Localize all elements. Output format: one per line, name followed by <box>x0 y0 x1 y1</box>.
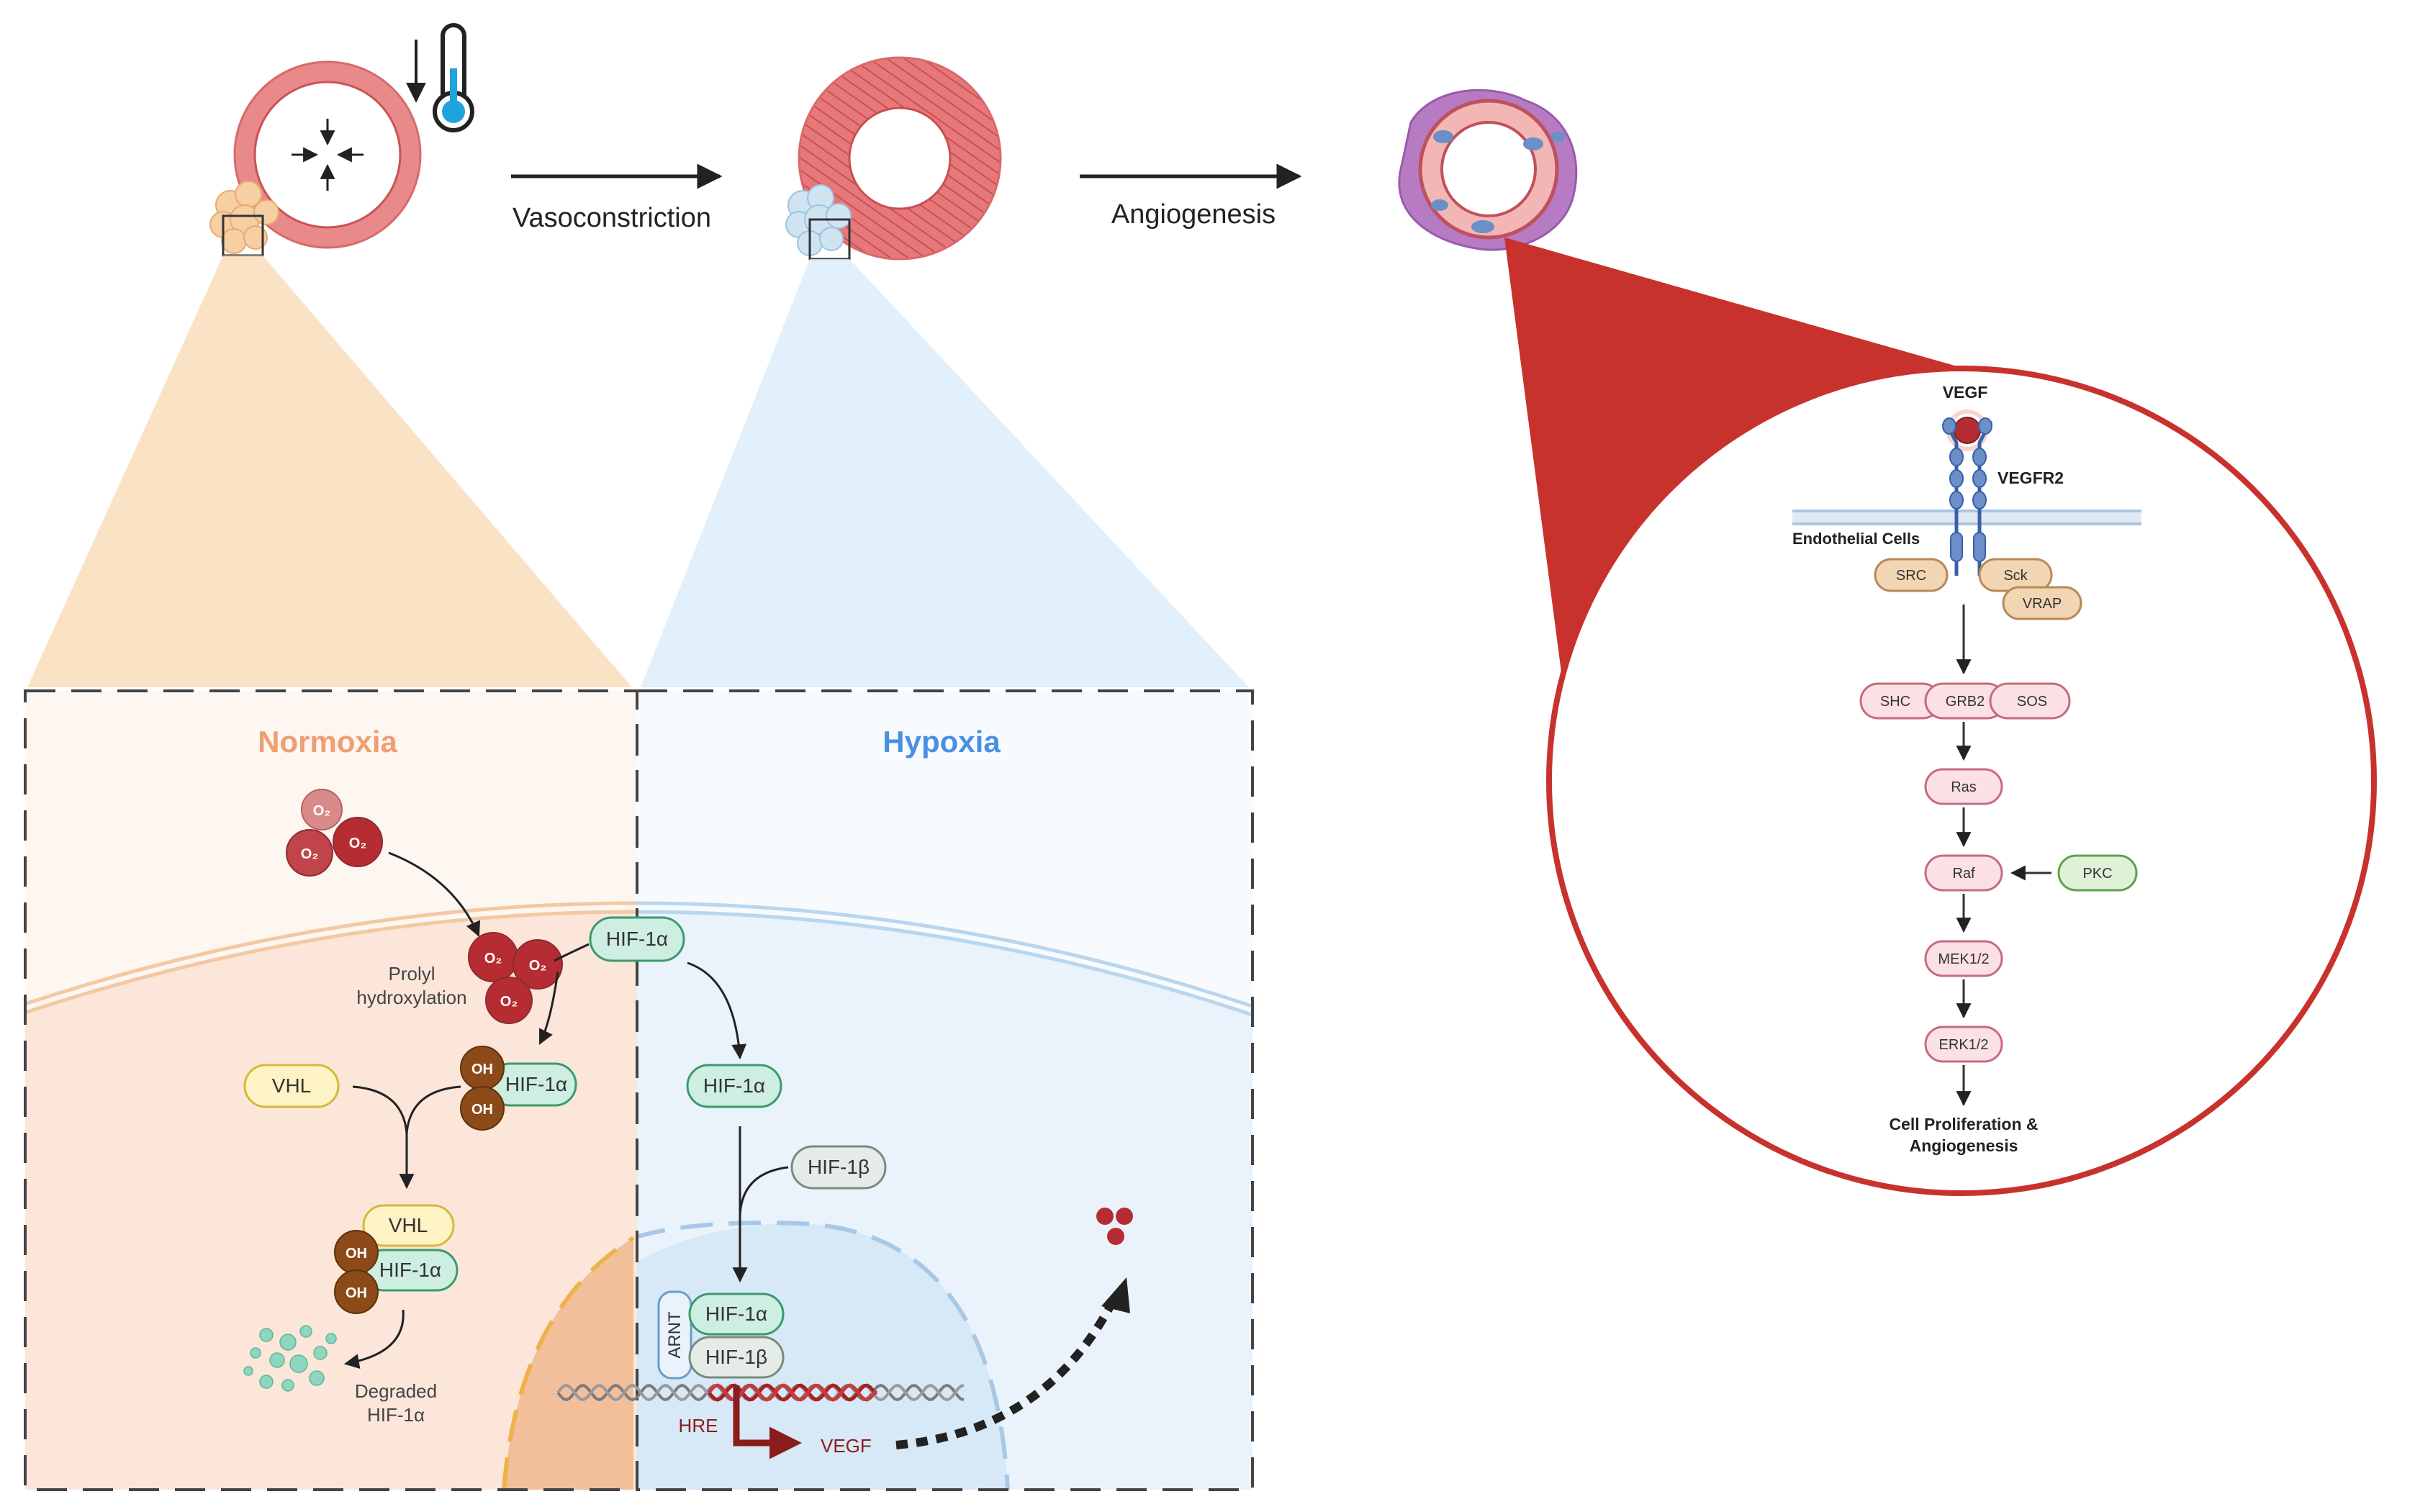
sck-node: Sck <box>1978 558 2053 592</box>
vasoconstriction-label: Vasoconstriction <box>513 203 711 233</box>
vegf-signaling-pathway: VEGF VEGFR2 Endothelial Cells SRC Sck <box>1546 366 2377 1196</box>
pkc-label: PKC <box>2082 866 2112 882</box>
thermometer-icon <box>406 23 474 132</box>
hydroxylated-hif1a: HIF-1α OH OH <box>460 1046 577 1131</box>
mek-node: MEK1/2 <box>1924 940 2003 977</box>
shc-grb2-sos-complex: SHC GRB2 SOS <box>1859 682 2071 720</box>
erk-label: ERK1/2 <box>1939 1037 1989 1053</box>
hre-label: HRE <box>679 1415 718 1436</box>
adipose-tissue-icon <box>209 181 279 254</box>
shc-label: SHC <box>1880 694 1910 710</box>
src-label: SRC <box>1896 568 1926 584</box>
vhl-binding-arrow <box>352 1085 461 1187</box>
normoxia-zoom-cone <box>27 255 632 687</box>
pkc-node: PKC <box>2057 854 2138 892</box>
transcription-arrow <box>733 1385 802 1459</box>
panel-frames <box>24 689 1254 1491</box>
hif1a-label: HIF-1α <box>606 928 668 950</box>
oh-label: OH <box>471 1102 493 1118</box>
angiogenesis-label: Angiogenesis <box>1111 199 1276 230</box>
vhl-protein: VHL <box>243 1064 340 1108</box>
oh-label: OH <box>471 1061 493 1077</box>
hif1a-hydroxylation-line <box>554 943 590 962</box>
degraded-label-line1: Degraded <box>355 1380 437 1402</box>
erk-node: ERK1/2 <box>1924 1026 2003 1063</box>
mek-label: MEK1/2 <box>1938 951 1989 967</box>
vegfr2-label: VEGFR2 <box>1998 468 2064 487</box>
o2-label: O₂ <box>484 951 502 966</box>
stable-hif1a: HIF-1α <box>686 1064 782 1108</box>
hif1b-label: HIF-1β <box>705 1346 767 1368</box>
sos-label: SOS <box>2017 694 2047 710</box>
brown-adipose-tissue-icon <box>785 184 852 256</box>
sck-label: Sck <box>2003 568 2028 584</box>
hif1b-label: HIF-1β <box>808 1156 870 1178</box>
arnt-label: ARNT <box>665 1311 685 1359</box>
hif1b-protein: HIF-1β <box>790 1145 887 1190</box>
vegf-ligand <box>1954 417 1981 444</box>
vasoconstriction-arrow: Vasoconstriction <box>511 163 723 233</box>
o2-label: O₂ <box>529 958 546 974</box>
hif1a-label: HIF-1α <box>505 1073 567 1095</box>
vegfr2-receptor <box>1942 417 1993 576</box>
o2-label: O₂ <box>500 994 518 1010</box>
normoxia-title: Normoxia <box>258 725 397 759</box>
prolyl-hydroxylation-label-line2: hydroxylation <box>356 987 466 1008</box>
hypoxia-title: Hypoxia <box>883 725 1001 759</box>
o2-label: O₂ <box>349 836 366 851</box>
o2-label: O₂ <box>301 846 318 862</box>
hif1a-label: HIF-1α <box>705 1303 767 1325</box>
hif1b-binding-line <box>739 1166 789 1217</box>
degraded-label-line2: HIF-1α <box>367 1404 425 1426</box>
src-node: SRC <box>1874 558 1949 592</box>
dilated-vessel <box>209 60 422 257</box>
constricted-vessel <box>785 56 1002 261</box>
vegf-gene-label: VEGF <box>821 1435 872 1457</box>
vrap-label: VRAP <box>2023 596 2062 612</box>
prolyl-hydroxylation-label-line1: Prolyl <box>388 963 435 984</box>
vegf-secretion-arrowhead <box>1101 1277 1130 1313</box>
vasodilation-arrows-icon <box>292 119 364 191</box>
oh-label: OH <box>346 1285 367 1301</box>
hypoxia-zoom-cone <box>641 259 1249 687</box>
degradation-arrow <box>343 1309 405 1370</box>
vegf-secreted-icon <box>1096 1208 1133 1245</box>
hif1a-stabilization-arrow <box>687 961 747 1060</box>
new-blood-vessel <box>1398 89 1578 251</box>
hif-arnt-complex: ARNT HIF-1α HIF-1β <box>657 1290 785 1380</box>
raf-label: Raf <box>1952 866 1975 882</box>
endothelial-cells-label: Endothelial Cells <box>1792 530 1920 548</box>
degraded-fragments-icon <box>243 1325 337 1392</box>
ras-label: Ras <box>1951 779 1977 795</box>
vhl-label: VHL <box>272 1074 311 1097</box>
vegf-secretion-arrow <box>895 1300 1116 1449</box>
hif1a-label: HIF-1α <box>703 1074 765 1097</box>
hydroxylation-arrow <box>538 971 559 1045</box>
raf-node: Raf <box>1924 854 2003 892</box>
oxygen-molecules-hydroxylation: O₂ O₂ O₂ <box>468 932 563 1024</box>
vhl-label: VHL <box>389 1214 428 1236</box>
o2-label: O₂ <box>313 803 330 819</box>
hif1a-label: HIF-1α <box>379 1259 441 1281</box>
outcome-label-line1: Cell Proliferation & <box>1889 1115 2038 1133</box>
vegf-ligand-label: VEGF <box>1943 383 1988 402</box>
vhl-hif1a-complex: VHL HIF-1α OH OH <box>334 1204 459 1314</box>
oh-label: OH <box>346 1246 367 1262</box>
ras-node: Ras <box>1924 768 2003 805</box>
hif1a-protein-cytoplasm: HIF-1α <box>589 916 685 962</box>
grb2-label: GRB2 <box>1946 694 1985 710</box>
angiogenesis-arrow: Angiogenesis <box>1080 163 1302 230</box>
oxygen-to-hydroxylation-arrow <box>388 851 481 937</box>
hypoxia-panel <box>637 691 1252 1490</box>
vrap-node: VRAP <box>2002 586 2082 620</box>
oxygen-molecules-top: O₂ O₂ O₂ <box>286 789 383 877</box>
outcome-label-line2: Angiogenesis <box>1910 1136 2018 1155</box>
